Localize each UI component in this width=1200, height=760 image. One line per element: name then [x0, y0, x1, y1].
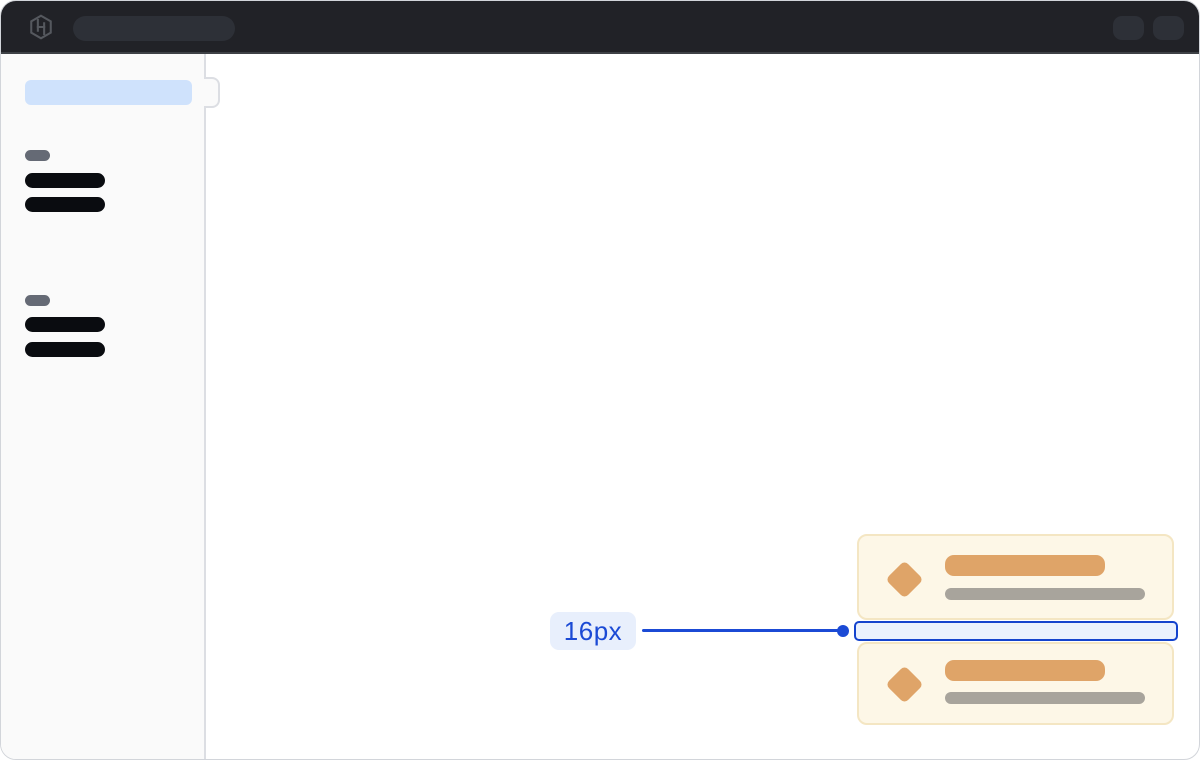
sidebar — [1, 54, 206, 759]
sidebar-nav-item-skeleton[interactable] — [25, 317, 105, 332]
card-title-skeleton — [945, 555, 1105, 576]
sidebar-selected-item-skeleton[interactable] — [25, 80, 192, 105]
card-subtitle-skeleton — [945, 588, 1145, 600]
annotation-connector-dot — [837, 625, 849, 637]
annotation-connector-line — [642, 629, 839, 632]
top-nav-bar — [1, 1, 1199, 54]
alert-card[interactable] — [857, 642, 1174, 725]
hashicorp-logo-icon — [28, 14, 54, 40]
spacing-highlight-box — [854, 621, 1178, 641]
sidebar-nav-item-skeleton[interactable] — [25, 197, 105, 212]
diamond-icon — [885, 560, 924, 599]
diamond-icon — [885, 665, 924, 704]
topbar-action-skeleton-2[interactable] — [1153, 16, 1184, 40]
sidebar-section-label-skeleton — [25, 150, 50, 161]
spacing-annotation-label: 16px — [550, 612, 636, 650]
topbar-action-skeleton-1[interactable] — [1113, 16, 1144, 40]
sidebar-nav-item-skeleton[interactable] — [25, 342, 105, 357]
sidebar-collapse-handle[interactable] — [204, 77, 220, 108]
sidebar-section-label-skeleton — [25, 295, 50, 306]
card-subtitle-skeleton — [945, 692, 1145, 704]
card-title-skeleton — [945, 660, 1105, 681]
search-input-skeleton[interactable] — [73, 16, 235, 41]
alert-card[interactable] — [857, 534, 1174, 620]
sidebar-nav-item-skeleton[interactable] — [25, 173, 105, 188]
